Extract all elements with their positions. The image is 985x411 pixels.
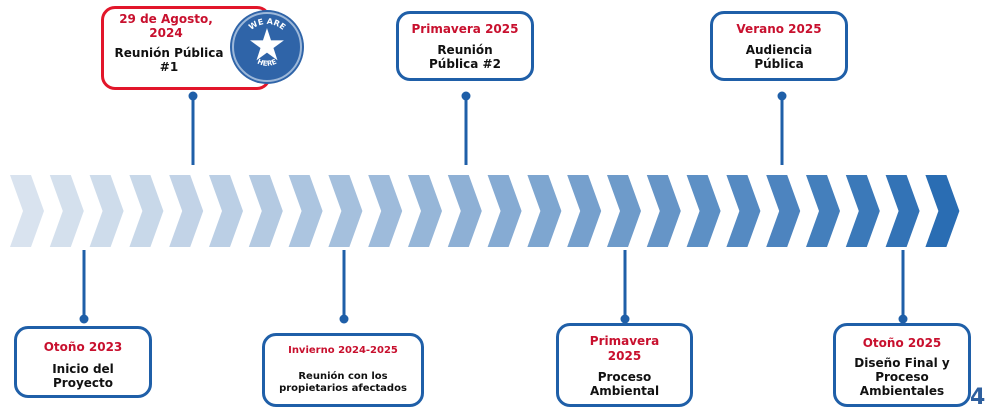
milestone-card-public-hearing: Verano 2025 Audiencia Pública [710,11,848,81]
milestone-label: Inicio del Proyecto [52,362,114,390]
badge-ring: WE ARE HERE [247,17,287,68]
timeline-chevron [686,175,721,247]
timeline-chevron [169,175,204,247]
timeline-chevron [209,175,243,247]
milestone-connector-dot [777,91,787,101]
timeline-chevron [248,175,283,247]
timeline-chevron [845,175,880,247]
milestone-connector-dot [339,314,349,324]
timeline-chevron [806,175,840,247]
milestone-label: Reunión con los propietarios afectados [279,371,407,394]
timeline-chevron [288,175,323,247]
timeline-chevron [726,175,761,247]
milestone-label: Reunión Pública #2 [429,43,501,71]
milestone-connector-dot [898,314,908,324]
milestone-label: Proceso Ambiental [589,370,660,398]
milestone-date: Verano 2025 [736,22,822,36]
milestone-label: Audiencia Pública [745,43,813,71]
we-are-here-badge: WE ARE HERE ★ [232,12,302,82]
milestone-date: Otoño 2023 [43,340,123,354]
milestone-date: Primavera 2025 [411,22,519,36]
milestone-date: Otoño 2025 [862,336,942,350]
milestone-card-final-design: Otoño 2025 Diseño Final y Proceso Ambien… [833,323,971,407]
svg-text:HERE: HERE [256,58,278,68]
timeline-chevron [925,175,960,247]
milestone-connector-dot [620,314,630,324]
badge-text-bottom: HERE [256,58,278,68]
timeline-chevron [10,175,44,247]
milestone-connectors [79,91,908,324]
milestone-card-environmental-process: Primavera 2025 Proceso Ambiental [556,323,693,407]
timeline-chevron [607,175,641,247]
timeline-arrow-band [10,175,960,247]
milestone-date: 29 de Agosto, 2024 [119,12,213,40]
timeline-chevron [49,175,84,247]
timeline-chevron [408,175,442,247]
milestone-date: Primavera 2025 [589,334,660,363]
timeline-chevron [766,175,801,247]
star-icon: ★ [247,20,287,71]
milestone-connector-dot [461,91,471,101]
milestone-card-project-start: Otoño 2023 Inicio del Proyecto [14,326,152,398]
timeline-chevron [487,175,522,247]
milestone-date: Invierno 2024-2025 [288,345,398,356]
timeline-chevron [89,175,124,247]
milestone-label: Reunión Pública #1 [114,46,224,74]
milestone-card-public-meeting-2: Primavera 2025 Reunión Pública #2 [396,11,534,81]
timeline-chevron [328,175,363,247]
milestone-card-owner-meeting: Invierno 2024-2025 Reunión con los propi… [262,333,424,407]
timeline-chevron [368,175,403,247]
timeline-chevron [447,175,482,247]
page-number: 4 [970,385,985,410]
milestone-label: Diseño Final y Proceso Ambientales [854,356,950,398]
milestone-connector-dot [79,314,89,324]
timeline-chevron [646,175,681,247]
timeline-chevron [567,175,602,247]
milestone-connector-dot [188,91,198,101]
timeline-chevron [885,175,920,247]
timeline-chevron [129,175,164,247]
timeline-chevron [527,175,562,247]
